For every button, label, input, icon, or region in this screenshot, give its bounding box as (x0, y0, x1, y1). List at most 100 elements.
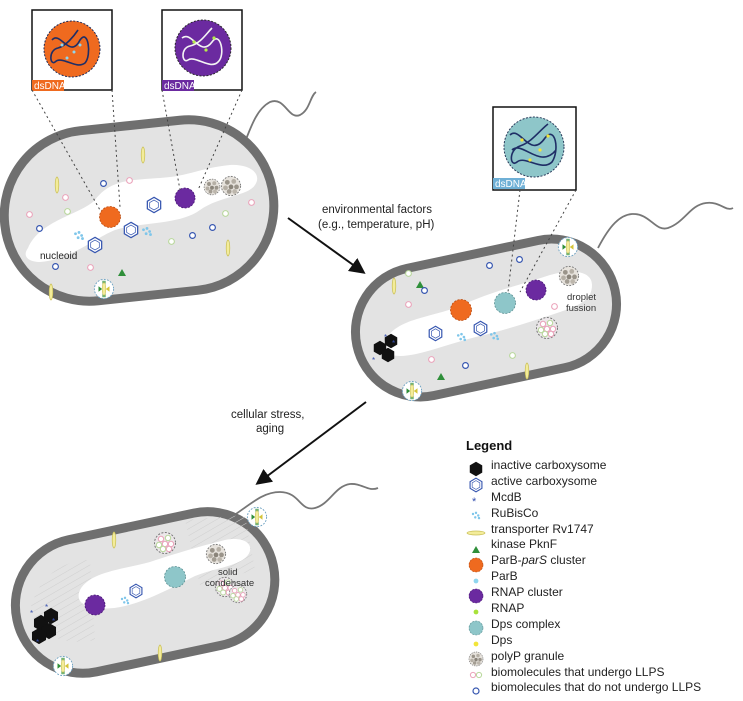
legend-label: Dps complex (491, 616, 561, 631)
legend-label: biomolecules that undergo LLPS (491, 664, 665, 679)
active-carboxysome-icon (428, 325, 443, 342)
legend-item: RNAP cluster (466, 585, 743, 601)
transition-arrow (287, 217, 366, 274)
legend-item: transporter Rv1747 (466, 522, 743, 538)
transition-arrow (255, 401, 367, 485)
legend-item: Dps complex (466, 617, 743, 633)
active-carboxysome-icon (87, 236, 103, 254)
cell-healthy: nucleoid (0, 91, 317, 306)
legend-label: Dps (491, 632, 513, 647)
transporter-icon (524, 362, 530, 380)
nucleoid-label: nucleoid (40, 251, 77, 262)
dps-complex-membrane (93, 278, 115, 300)
non-llps-biomolecule (189, 232, 196, 239)
llps-biomolecule (168, 238, 175, 245)
non-llps-biomolecule (52, 263, 59, 270)
active-carboxysome-icon (129, 583, 143, 599)
legend-item: McdB (466, 490, 743, 506)
llps-biomolecule (405, 301, 412, 308)
parb-pars-cluster (450, 299, 472, 321)
droplet-label-line2: fussion (566, 303, 596, 314)
svg-text:*: * (36, 638, 39, 647)
polyp-granule-icon (205, 543, 227, 565)
llps-biomolecule (62, 194, 69, 201)
dps-icon (473, 641, 479, 647)
svg-text:*: * (45, 603, 48, 612)
dsdna-tag: dsDNA (495, 179, 527, 190)
llps-biomolecule (248, 199, 255, 206)
legend-item: Dps (466, 633, 743, 649)
legend-item: RNAP (466, 601, 743, 617)
transporter-icon (48, 283, 54, 301)
transporter-icon (466, 530, 486, 536)
inset-dsdna-dps (492, 106, 577, 293)
inactive-carboxysome-cluster: * * * * (30, 603, 59, 647)
polyp-granule-icon (558, 265, 580, 287)
legend-label: McdB (491, 489, 522, 504)
solid-label-line2: condensate (205, 578, 254, 589)
non-llps-biomolecule (421, 287, 428, 294)
legend-item: polyP granule (466, 649, 743, 665)
inset-dsdna-rnap (161, 9, 243, 191)
active-carboxysome-icon (473, 320, 488, 337)
svg-text:*: * (30, 609, 33, 618)
kinase-icon (118, 269, 126, 276)
transporter-icon (140, 146, 146, 164)
non-llps-biomolecule (100, 180, 107, 187)
legend-item: biomolecules that undergo LLPS (466, 665, 743, 681)
droplet-label-line1: droplet (567, 292, 596, 303)
inset-dsdna-parb (31, 9, 121, 211)
rnap-cluster (84, 594, 106, 616)
active-carboxysome-icon (123, 221, 139, 239)
non-llps-biomolecule (516, 256, 523, 263)
rnap-cluster-icon (468, 588, 484, 604)
legend-title: Legend (466, 438, 513, 453)
non-llps-biomolecule (486, 262, 493, 269)
cell-solid: * * * * (10, 483, 379, 678)
legend-label: transporter Rv1747 (491, 521, 594, 536)
legend-item: biomolecules that do not undergo LLPS (466, 680, 743, 696)
mcdb-icon: * (472, 496, 477, 508)
dps-complex-membrane (557, 236, 579, 258)
cell-droplet: * * * (350, 201, 734, 402)
dps-complex (164, 566, 186, 588)
transporter-icon (54, 176, 60, 194)
parb-icon (473, 578, 479, 584)
legend-label: kinase PknF (491, 537, 558, 552)
llps-biomolecule (64, 208, 71, 215)
legend-item: RuBisCo (466, 506, 743, 522)
dps-complex (494, 292, 516, 314)
llps-biomolecule (87, 264, 94, 271)
solid-label-line1: solid (218, 567, 238, 578)
legend-item: ParB (466, 569, 743, 585)
legend-item: active carboxysome (466, 474, 743, 490)
rnap-cluster (174, 187, 196, 209)
llps-biomolecule (126, 177, 133, 184)
stress-label-line2: aging (256, 423, 284, 435)
stress-label-line1: cellular stress, (231, 409, 305, 421)
rnap-cluster (525, 279, 547, 301)
dps-complex-membrane (246, 506, 268, 528)
legend-label: active carboxysome (491, 473, 598, 488)
non-llps-biomolecule (209, 224, 216, 231)
svg-text:*: * (384, 333, 387, 342)
transporter-icon (391, 277, 397, 295)
non-llps-biomolecule (462, 362, 469, 369)
legend-label: biomolecules that do not undergo LLPS (491, 680, 702, 695)
non-llps-biomolecule-icon (472, 687, 480, 695)
legend-label: ParB (491, 569, 518, 584)
flagellum (229, 483, 379, 519)
active-carboxysome-icon (146, 196, 162, 214)
dps-complex-membrane (52, 655, 74, 677)
llps-biomolecule (509, 352, 516, 359)
non-llps-biomolecule (36, 225, 43, 232)
flagellum (597, 201, 734, 249)
legend-label: inactive carboxysome (491, 458, 607, 472)
legend-symbols: * (466, 461, 486, 695)
legend-label: polyP granule (491, 648, 565, 663)
env-label-line2: (e.g., temperature, pH) (318, 219, 434, 231)
polyp-granule-icon (203, 178, 221, 196)
legend-item: ParB-parS cluster (466, 553, 743, 569)
parb-pars-cluster (99, 206, 121, 228)
llps-biomolecule (428, 356, 435, 363)
